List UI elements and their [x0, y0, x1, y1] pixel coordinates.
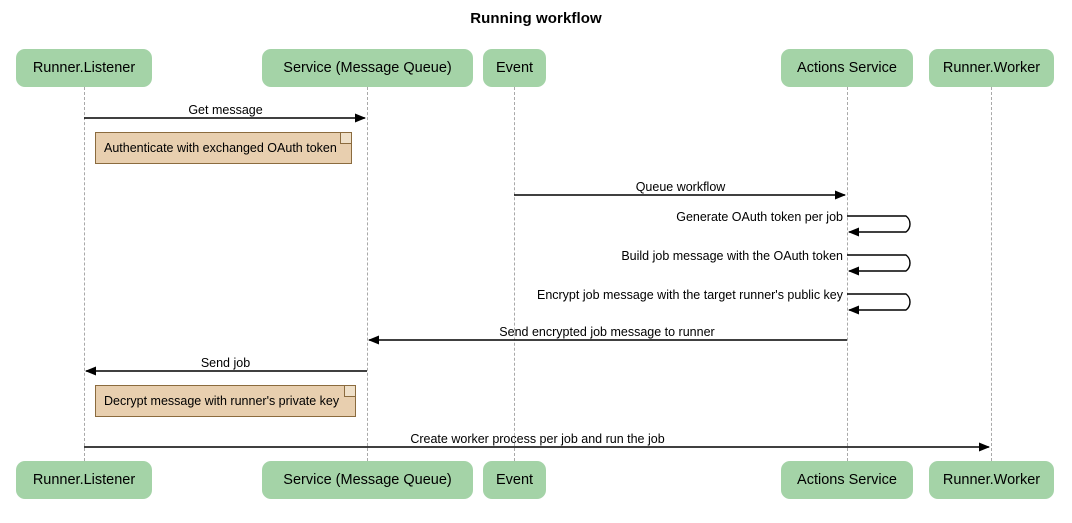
participant-runner-listener-bottom[interactable]: Runner.Listener: [16, 461, 152, 499]
lifeline-runner-listener: [84, 87, 85, 461]
participant-event-bottom[interactable]: Event: [483, 461, 546, 499]
message-label-encrypt-job-message: Encrypt job message with the target runn…: [536, 288, 843, 302]
page-title: Running workflow: [470, 10, 602, 27]
participant-event-top[interactable]: Event: [483, 49, 546, 87]
message-label-build-job-message: Build job message with the OAuth token: [621, 249, 843, 263]
participant-service-message-queue-top[interactable]: Service (Message Queue): [262, 49, 473, 87]
participant-runner-worker-top[interactable]: Runner.Worker: [929, 49, 1054, 87]
lifeline-event: [514, 87, 515, 461]
message-label-get-message: Get message: [188, 103, 263, 117]
lifeline-actions-service: [847, 87, 848, 461]
note-text: Decrypt message with runner's private ke…: [104, 394, 340, 408]
message-self-loop-3: [847, 215, 911, 237]
note-authenticate-oauth: Authenticate with exchanged OAuth token: [95, 132, 352, 164]
message-self-loop-4: [847, 254, 911, 276]
note-fold-corner-icon: [340, 133, 351, 144]
message-label-queue-workflow: Queue workflow: [635, 180, 726, 194]
note-fold-corner-icon: [344, 386, 355, 397]
message-self-loop-5: [847, 293, 911, 315]
participant-actions-service-top[interactable]: Actions Service: [781, 49, 913, 87]
message-label-generate-oauth-token: Generate OAuth token per job: [676, 210, 843, 224]
participant-service-message-queue-bottom[interactable]: Service (Message Queue): [262, 461, 473, 499]
note-decrypt-private-key: Decrypt message with runner's private ke…: [95, 385, 356, 417]
participant-actions-service-bottom[interactable]: Actions Service: [781, 461, 913, 499]
lifeline-service-message-queue: [367, 87, 368, 461]
note-text: Authenticate with exchanged OAuth token: [104, 141, 337, 155]
message-label-create-worker-process: Create worker process per job and run th…: [410, 432, 665, 446]
message-label-send-encrypted-job-message: Send encrypted job message to runner: [499, 325, 715, 339]
participant-runner-worker-bottom[interactable]: Runner.Worker: [929, 461, 1054, 499]
message-label-send-job: Send job: [200, 356, 251, 370]
participant-runner-listener-top[interactable]: Runner.Listener: [16, 49, 152, 87]
lifeline-runner-worker: [991, 87, 992, 461]
